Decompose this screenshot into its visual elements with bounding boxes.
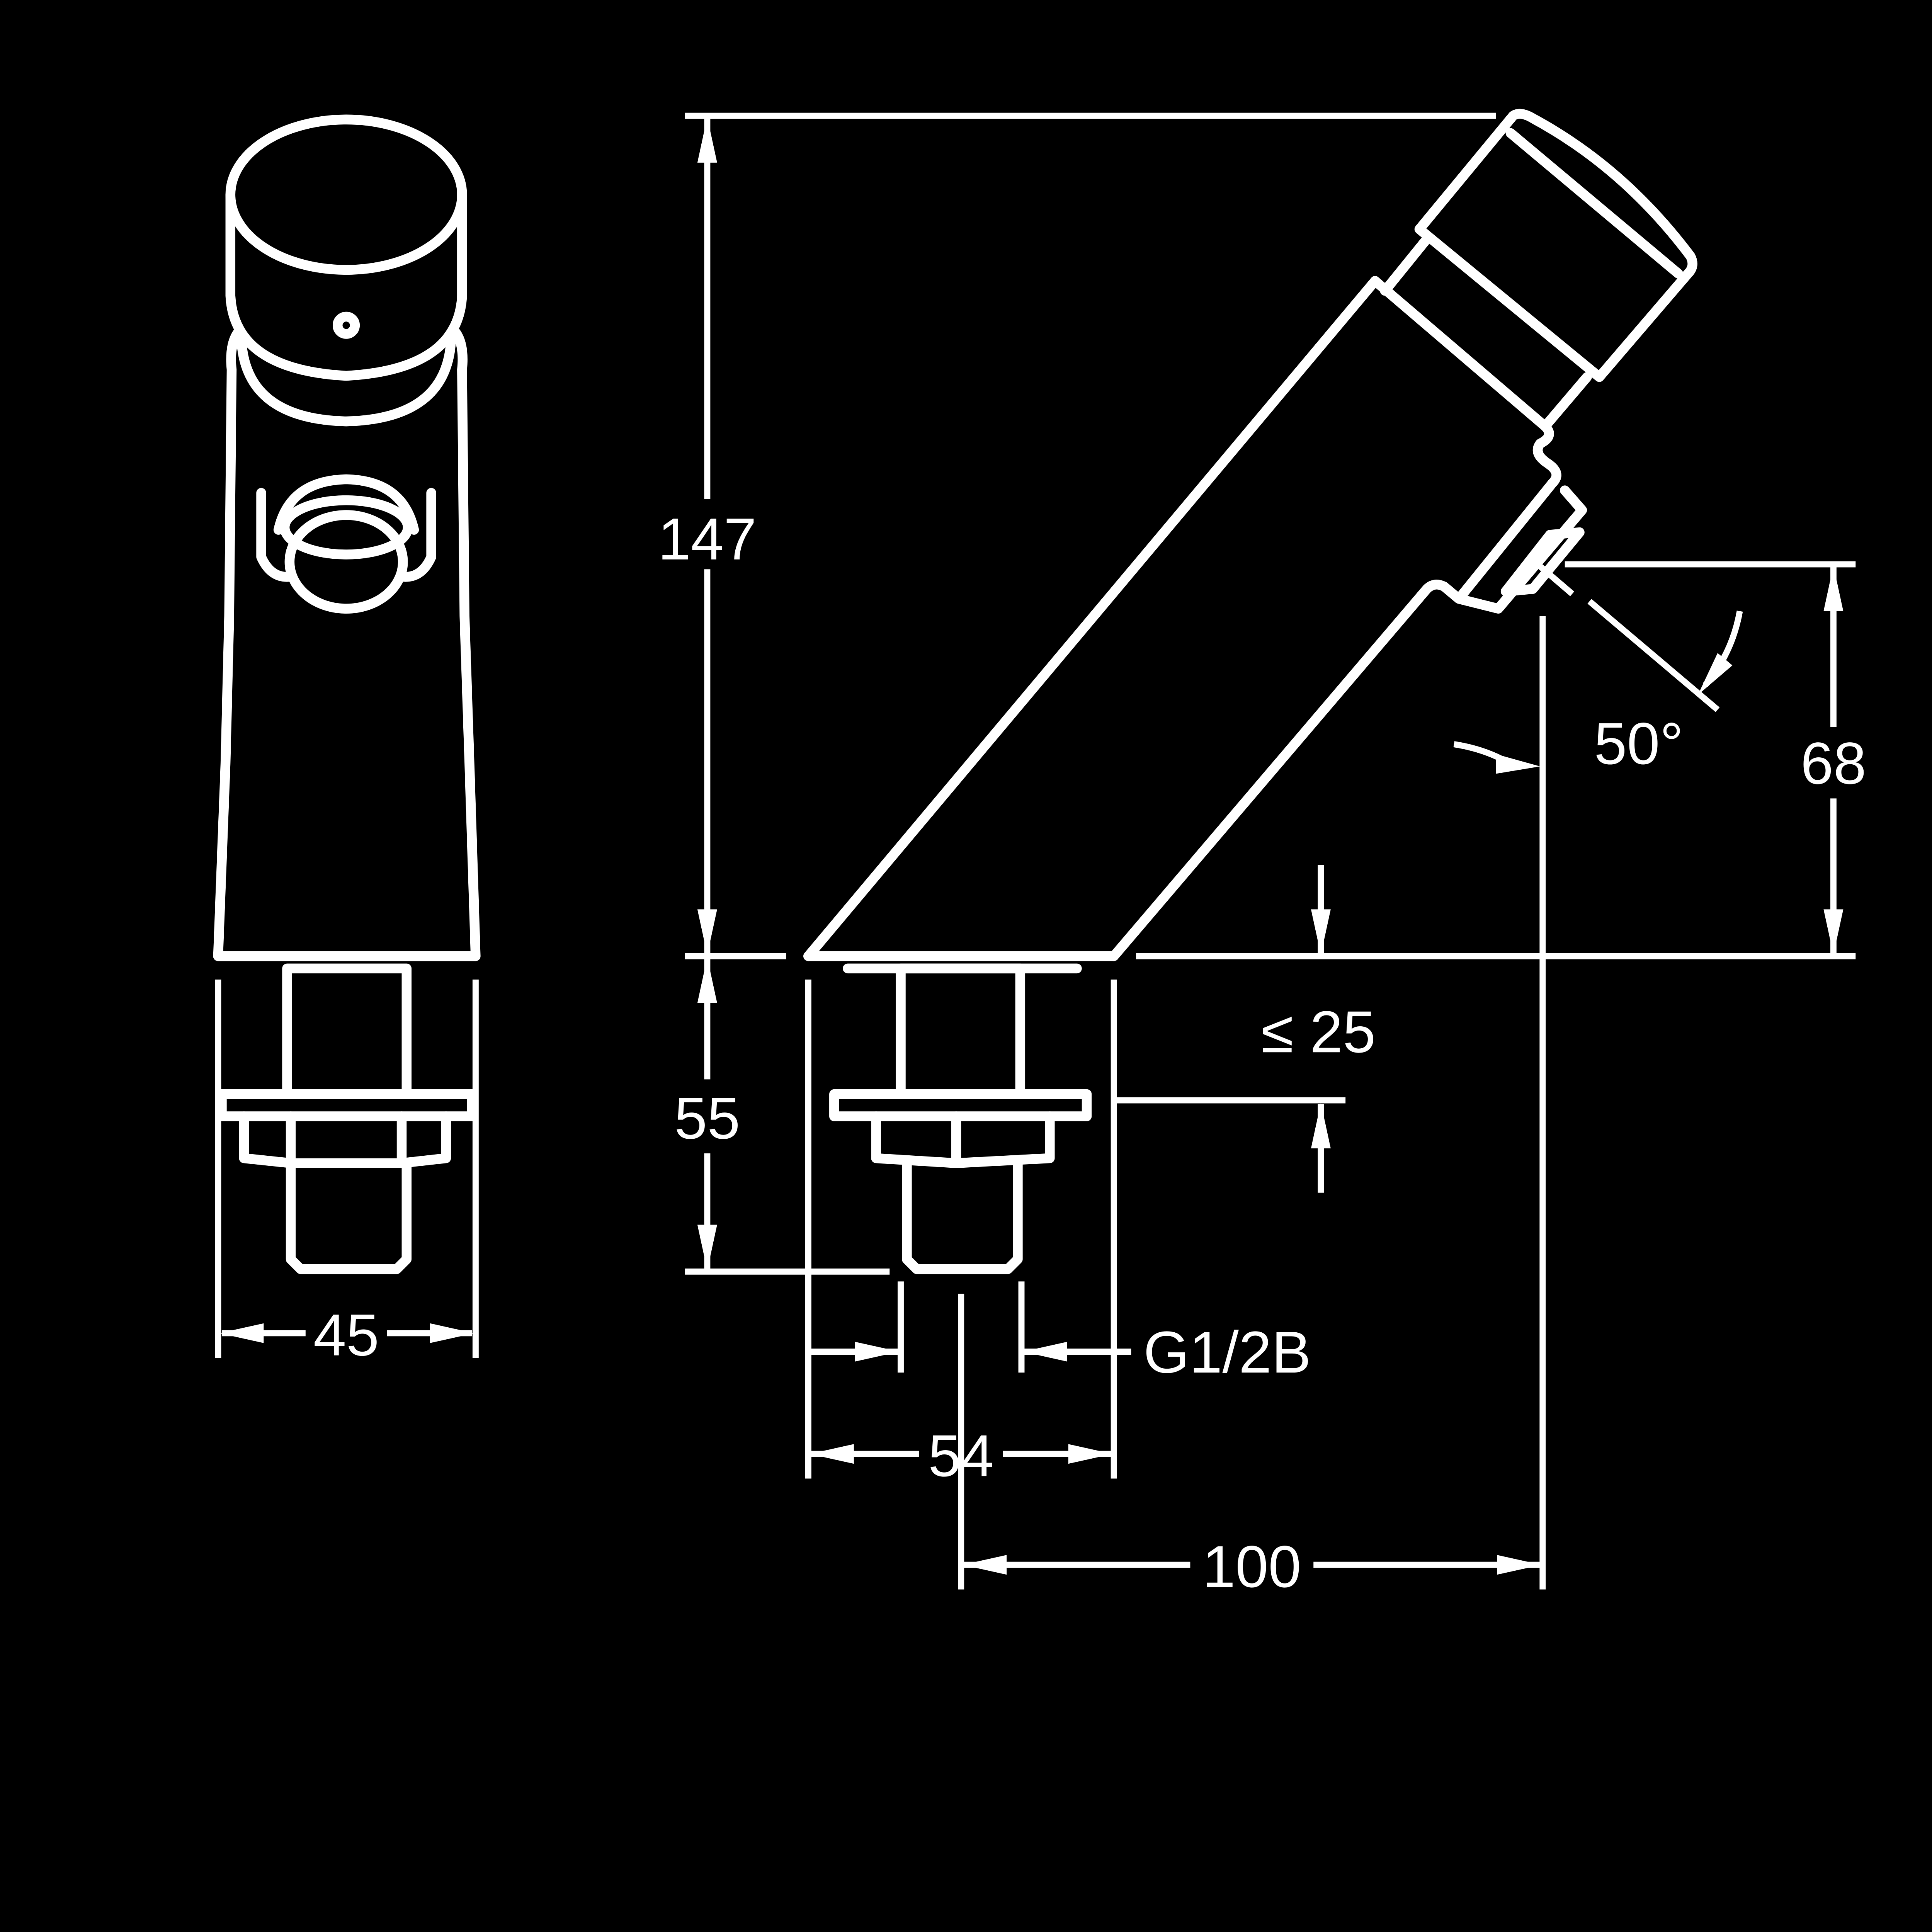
aerator-icon bbox=[284, 510, 408, 614]
dim-thread-label: G1/2B bbox=[1143, 1319, 1311, 1385]
push-button-side bbox=[1414, 109, 1697, 382]
side-stem-upper bbox=[896, 963, 1026, 1099]
dim-45-arrow-left bbox=[219, 1323, 264, 1343]
dim-height-total-label: 147 bbox=[658, 506, 757, 572]
push-button-body bbox=[225, 190, 467, 381]
dim-below-deck-label: 55 bbox=[674, 1085, 740, 1151]
dim-angle-label: 50° bbox=[1594, 711, 1683, 777]
outlet-spout bbox=[1454, 421, 1587, 614]
body-collar bbox=[1370, 234, 1592, 432]
front-washer bbox=[217, 1089, 477, 1121]
outlet-bracket-left bbox=[256, 488, 296, 582]
deck-thickness-arrow-bottom bbox=[1311, 1102, 1331, 1148]
angle-arrow-left bbox=[1496, 754, 1540, 774]
dim-147-arrow-top bbox=[697, 117, 717, 163]
outlet-ring-inner bbox=[279, 495, 413, 560]
body-front-edge bbox=[803, 276, 1380, 961]
dim-deck-thickness-label: ≤ 25 bbox=[1261, 999, 1376, 1065]
front-view: 45 bbox=[213, 114, 481, 1368]
dim-54-arrow-right bbox=[1068, 1444, 1113, 1464]
thread-arrow-left bbox=[855, 1342, 900, 1362]
dim-width-front-label: 45 bbox=[313, 1302, 379, 1368]
push-button-face-line bbox=[1505, 128, 1683, 279]
side-view: 147 55 54 G1/2B 100 bbox=[658, 109, 1866, 1600]
aerator-outlet-side bbox=[1500, 527, 1585, 597]
thread-arrow-right bbox=[1022, 1342, 1067, 1362]
dim-55-arrow-bottom bbox=[697, 1225, 717, 1270]
angle-ref-short bbox=[1536, 562, 1575, 597]
cap-indicator-dot bbox=[332, 311, 360, 339]
body-back-edge bbox=[1109, 580, 1464, 961]
dim-68-arrow-top bbox=[1823, 565, 1844, 611]
outlet-ring-outer bbox=[273, 474, 419, 535]
front-nut bbox=[239, 1111, 451, 1168]
side-nut bbox=[871, 1111, 1055, 1168]
dim-100-arrow-left bbox=[962, 1555, 1007, 1575]
deck-thickness-arrow-top bbox=[1311, 909, 1331, 955]
dim-45-arrow-right bbox=[430, 1323, 474, 1343]
dim-projection-label: 100 bbox=[1202, 1534, 1301, 1600]
front-stem-upper bbox=[282, 963, 412, 1099]
dim-54-arrow-left bbox=[810, 1444, 854, 1464]
front-stem-lower bbox=[286, 1158, 412, 1274]
angle-ref-line bbox=[1587, 599, 1720, 712]
dim-147-arrow-bottom bbox=[697, 909, 717, 955]
neck-ring bbox=[236, 336, 456, 427]
dim-outlet-height-label: 68 bbox=[1801, 730, 1866, 796]
push-button-top bbox=[225, 114, 467, 275]
dim-100-arrow-right bbox=[1497, 1555, 1542, 1575]
dim-68-arrow-bottom bbox=[1823, 909, 1844, 955]
dim-55-arrow-top bbox=[697, 957, 717, 1003]
outlet-bracket-right bbox=[396, 488, 436, 582]
side-stem-lower bbox=[902, 1158, 1023, 1274]
angle-arrow-right bbox=[1698, 653, 1733, 695]
